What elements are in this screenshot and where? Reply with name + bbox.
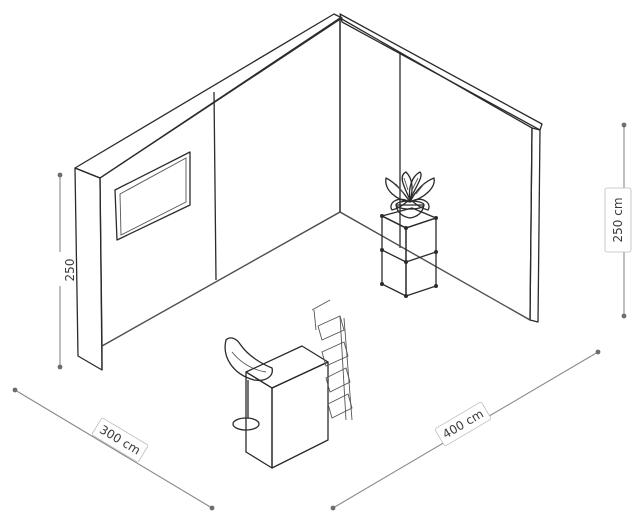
wall-screen: [114, 151, 191, 241]
height-right-label: 250 cm: [611, 197, 625, 242]
left-wall-face: [99, 17, 341, 347]
brochure-rack: [311, 299, 353, 421]
right-wall-cap: [339, 13, 543, 131]
dimension-height-right: 250 cm: [604, 122, 632, 319]
dimension-width: 300 cm: [12, 387, 215, 511]
left-wall-cap: [74, 13, 343, 179]
height-left-label: 250: [63, 259, 77, 282]
counter-desk: [245, 345, 329, 469]
shelf-cube-stand: [380, 207, 438, 298]
dimension-height-left: 250: [52, 172, 77, 370]
left-wall-end: [74, 167, 103, 371]
right-wall: [339, 13, 543, 323]
left-wall-seam: [213, 91, 217, 281]
potted-plant: [385, 171, 435, 219]
dimension-depth: 400 cm: [330, 349, 601, 511]
right-wall-end: [529, 127, 541, 323]
